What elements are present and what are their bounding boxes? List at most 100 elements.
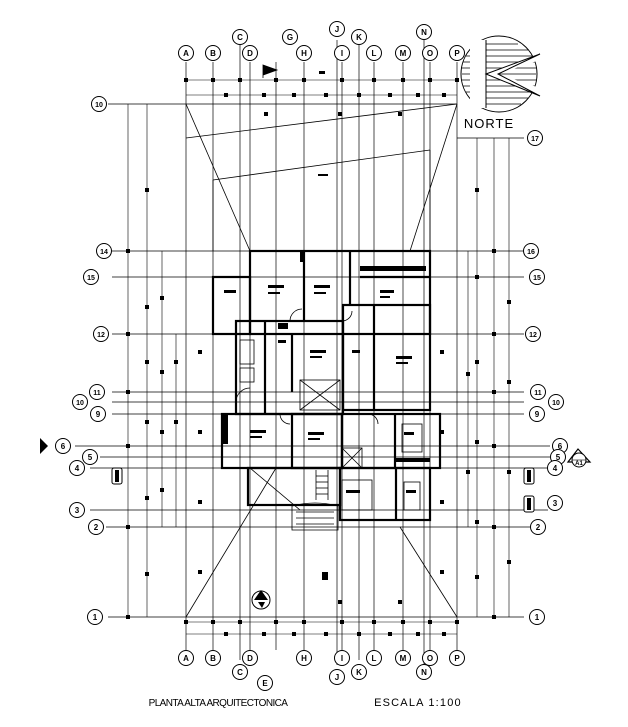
left-axis-bubble-circle — [93, 326, 109, 342]
top-axis-bubble: M — [400, 49, 407, 58]
section-cut-right-2-fill — [527, 470, 531, 482]
section-marker-label: A1 — [575, 461, 583, 467]
right-axis-bubble-circle — [529, 406, 545, 422]
bottom-axis-bubble-circle — [422, 650, 438, 666]
bottom-axis-bubble-circle — [205, 650, 221, 666]
bottom-axis-bubble-circle — [416, 664, 432, 680]
bottom-axis-bubble: A — [183, 654, 189, 663]
bottom-axis-bubble: L — [372, 654, 377, 663]
left-axis-bubble-circle — [89, 384, 105, 400]
top-axis-bubble: K — [356, 33, 362, 42]
top-axis-bubble-circle — [329, 21, 345, 37]
left-axis-bubble: 10 — [95, 102, 103, 109]
left-axis-bubble-circle — [69, 502, 85, 518]
top-axis-bubble-circle — [351, 29, 367, 45]
top-axis-bubble: D — [247, 49, 253, 58]
room-annotations — [198, 112, 444, 604]
right-axis-bubble-circle — [525, 326, 541, 342]
left-axis-bubble: 14 — [100, 249, 108, 256]
left-axis-bubble: 11 — [93, 390, 101, 397]
left-axis-bubble-circle — [90, 406, 106, 422]
top-axis-bubble-circle — [205, 45, 221, 61]
bottom-axis-bubble-circle — [329, 669, 345, 685]
top-axis-bubble-circle — [334, 45, 350, 61]
left-axis-bubble-circle — [82, 449, 98, 465]
level-flag-icon — [262, 64, 279, 78]
top-axis-bubble-circle — [282, 29, 298, 45]
right-axis-bubble: 10 — [552, 400, 560, 407]
entry-marker — [251, 590, 271, 610]
top-axis-bubble: I — [341, 49, 343, 58]
right-axis-bubble: 3 — [553, 499, 558, 508]
top-axis-bubble: J — [335, 25, 339, 34]
right-axis-bubble-circle — [530, 384, 546, 400]
left-axis-bubble: 1 — [93, 613, 98, 622]
left-axis-bubble: 4 — [75, 464, 80, 473]
left-axis-bubble-circle — [83, 269, 99, 285]
left-axis-bubble: 12 — [97, 332, 105, 339]
right-axis-bubble-circle — [547, 495, 563, 511]
top-axis-bubble-circle — [296, 45, 312, 61]
section-marker-left-arrow — [40, 438, 48, 454]
bottom-axis-bubble: B — [210, 654, 216, 663]
bottom-axis-bubble: N — [421, 668, 427, 677]
bottom-axis-bubble-circle — [334, 650, 350, 666]
bottom-axis-bubble: I — [341, 654, 343, 663]
bottom-axis-bubble: D — [247, 654, 253, 663]
right-axis-bubble: 5 — [556, 453, 561, 462]
left-axis-bubble-circle — [88, 519, 104, 535]
top-axis-bubble-circle — [242, 45, 258, 61]
right-axis-bubble-circle — [530, 519, 546, 535]
right-axis-bubble: 11 — [534, 390, 542, 397]
top-axis-bubble: A — [183, 49, 189, 58]
section-cut-right-1-fill — [527, 498, 531, 510]
top-axis-bubble-circle — [422, 45, 438, 61]
left-axis-bubble: 9 — [96, 410, 101, 419]
right-axis-bubble-circle — [547, 460, 563, 476]
bottom-axis-bubble-circle — [296, 650, 312, 666]
bottom-axis-bubble-circle — [449, 650, 465, 666]
right-axis-bubble-circle — [527, 130, 543, 146]
right-axis-bubble-circle — [548, 394, 564, 410]
bottom-axis-bubble: J — [335, 673, 339, 682]
bottom-axis-bubble-circle — [395, 650, 411, 666]
left-axis-bubble-circle — [91, 96, 107, 112]
top-axis-bubble-circle — [178, 45, 194, 61]
right-axis-bubble-circle — [529, 609, 545, 625]
bottom-axis-bubble-circle — [366, 650, 382, 666]
right-axis-bubble: 17 — [531, 136, 539, 143]
north-label: NORTE — [464, 116, 514, 131]
bottom-axis-bubble: C — [237, 668, 243, 677]
left-axis-bubble: 10 — [76, 400, 84, 407]
right-axis-bubble: 1 — [535, 613, 540, 622]
drawing-scale: ESCALA 1:100 — [374, 697, 462, 709]
right-axis-bubble: 9 — [535, 410, 540, 419]
dimension-ticks — [126, 71, 511, 636]
bottom-axis-bubble-circle — [242, 650, 258, 666]
left-axis-bubble-circle — [69, 460, 85, 476]
bottom-axis-bubble: K — [356, 668, 362, 677]
right-axis-bubble-circle — [523, 243, 539, 259]
top-axis-bubble: O — [427, 49, 433, 58]
left-axis-bubble: 2 — [94, 523, 99, 532]
top-axis-bubble-circle — [416, 24, 432, 40]
top-axis-bubble: H — [301, 49, 307, 58]
top-axis-bubble-circle — [232, 29, 248, 45]
drawing-title: PLANTA ALTA ARQUITECTONICA — [149, 698, 289, 709]
right-axis-bubble-circle — [529, 269, 545, 285]
right-axis-bubble: 15 — [533, 275, 541, 282]
left-axis-bubble-circle — [55, 438, 71, 454]
right-axis-bubble: 2 — [536, 523, 541, 532]
left-axis-bubble-circle — [72, 394, 88, 410]
top-axis-bubble: C — [237, 33, 243, 42]
right-axis-bubble: 4 — [553, 464, 558, 473]
top-axis-bubble-circle — [366, 45, 382, 61]
left-axis-bubble: 6 — [61, 442, 66, 451]
left-axis-bubble: 15 — [87, 275, 95, 282]
bottom-axis-bubble: O — [427, 654, 433, 663]
top-axis-bubble-circle — [395, 45, 411, 61]
top-axis-bubble: G — [287, 33, 293, 42]
bottom-axis-bubble-circle — [257, 675, 273, 691]
left-axis-bubble-circle — [87, 609, 103, 625]
